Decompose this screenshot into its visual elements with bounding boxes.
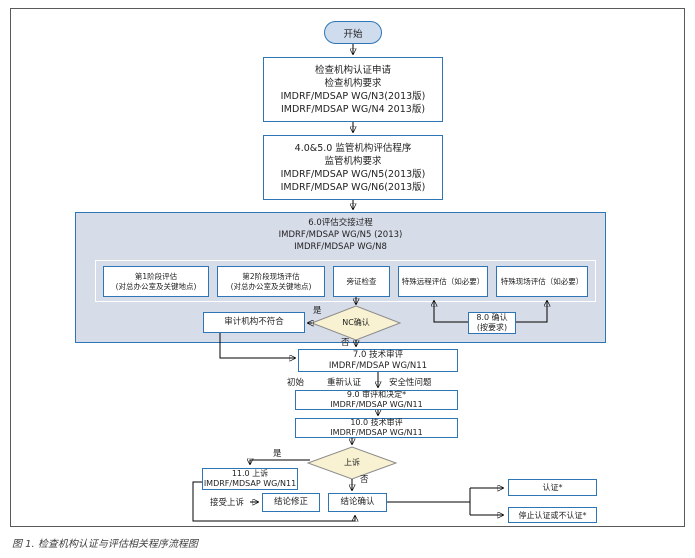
special-onsite-label: 特殊现场评估（如必要） — [500, 276, 584, 286]
start-node: 开始 — [324, 21, 382, 44]
certify-label: 认证* — [542, 483, 563, 492]
confirm8-line: 8.0 确认 — [476, 313, 508, 322]
stop-certify-label: 停止认证或不认证* — [518, 510, 587, 520]
nc-no-label: 否 — [341, 338, 350, 348]
stage1-line: 第1阶段评估 — [134, 271, 178, 281]
assessment-steps-strip — [95, 260, 596, 302]
appeal-no-label: 否 — [360, 475, 369, 485]
application-ref-n4: IMDRF/MDSAP WG/N4 2013版) — [280, 103, 426, 115]
application-line: 检查机构要求 — [324, 77, 382, 89]
appeal11-line: 11.0 上诉 — [231, 469, 269, 478]
program-ref-n6: IMDRF/MDSAP WG/N6(2013版) — [280, 181, 426, 193]
recertification-label: 重新认证 — [327, 378, 362, 388]
review10-ref: IMDRF/MDSAP WG/N11 — [330, 428, 423, 437]
conclusion-confirmed-label: 结论确认 — [340, 497, 375, 507]
appeal-decision-label: 上诉 — [344, 458, 360, 467]
exchange-title: 6.0评估交接过程 — [308, 218, 373, 228]
accept-appeal-label: 接受上诉 — [210, 498, 245, 508]
special-onsite-assessment-box: 特殊现场评估（如必要） — [496, 266, 588, 297]
certify-box: 认证* — [508, 479, 597, 496]
application-line: 检查机构认证申请 — [314, 64, 391, 76]
initial-label: 初始 — [287, 378, 305, 388]
assessment-program-box: 4.0&5.0 监管机构评估程序 监管机构要求 IMDRF/MDSAP WG/N… — [263, 135, 443, 200]
application-ref-n3: IMDRF/MDSAP WG/N3(2013版) — [280, 90, 426, 102]
special-remote-label: 特殊远程评估（如必要） — [401, 276, 485, 286]
program-ref-n5: IMDRF/MDSAP WG/N5(2013版) — [280, 168, 426, 180]
review-decision-9-box: 9.0 审评和决定* IMDRF/MDSAP WG/N11 — [295, 390, 458, 410]
appeal-11-box: 11.0 上诉 IMDRF/MDSAP WG/N11 — [202, 468, 298, 490]
special-remote-assessment-box: 特殊远程评估（如必要） — [398, 266, 488, 297]
exchange-ref-n8: IMDRF/MDSAP WG/N8 — [294, 242, 387, 252]
safety-issue-label: 安全性问题 — [389, 378, 432, 388]
appeal11-ref: IMDRF/MDSAP WG/N11 — [203, 479, 297, 488]
nc-yes-label: 是 — [313, 306, 322, 316]
review10-line: 10.0 技术审评 — [350, 418, 403, 427]
nc-decision-label: NC确认 — [342, 318, 370, 327]
conclusion-corrected-box: 结论修正 — [262, 493, 320, 512]
confirm8-line: (按要求) — [476, 323, 508, 332]
exchange-ref-n5: IMDRF/MDSAP WG/N5 (2013) — [278, 230, 403, 240]
stage1-line: (对总办公室及关键地点) — [115, 281, 197, 291]
figure-caption: 图 1. 检查机构认证与评估相关程序流程图 — [12, 539, 198, 550]
stage2-line: (对总办公室及关键地点) — [230, 281, 312, 291]
start-label: 开始 — [343, 28, 363, 40]
audit-nc-label: 审计机构不符合 — [224, 317, 284, 327]
conclusion-confirmed-box: 结论确认 — [328, 493, 387, 512]
witness-inspection-box: 旁证检查 — [333, 266, 390, 297]
appeal-yes-label: 是 — [273, 449, 282, 459]
review7-line: 7.0 技术审评 — [352, 349, 404, 360]
application-box: 检查机构认证申请 检查机构要求 IMDRF/MDSAP WG/N3(2013版)… — [263, 57, 443, 122]
stage2-onsite-assessment-box: 第2阶段现场评估 (对总办公室及关键地点) — [217, 266, 325, 297]
program-line: 监管机构要求 — [324, 155, 382, 167]
witness-label: 旁证检查 — [346, 276, 377, 286]
review7-ref: IMDRF/MDSAP WG/N11 — [328, 360, 428, 371]
technical-review-7-box: 7.0 技术审评 IMDRF/MDSAP WG/N11 — [298, 349, 458, 372]
confirm-8-box: 8.0 确认 (按要求) — [468, 312, 516, 334]
review9-line: 9.0 审评和决定* — [346, 390, 407, 399]
stop-or-no-certify-box: 停止认证或不认证* — [508, 507, 597, 523]
audit-org-nonconformity-box: 审计机构不符合 — [203, 312, 305, 333]
stage1-assessment-box: 第1阶段评估 (对总办公室及关键地点) — [103, 266, 209, 297]
review9-ref: IMDRF/MDSAP WG/N11 — [330, 400, 423, 409]
technical-review-10-box: 10.0 技术审评 IMDRF/MDSAP WG/N11 — [295, 418, 458, 438]
program-line: 4.0&5.0 监管机构评估程序 — [294, 142, 412, 154]
stage2-line: 第2阶段现场评估 — [242, 271, 300, 281]
conclusion-corrected-label: 结论修正 — [273, 497, 308, 507]
